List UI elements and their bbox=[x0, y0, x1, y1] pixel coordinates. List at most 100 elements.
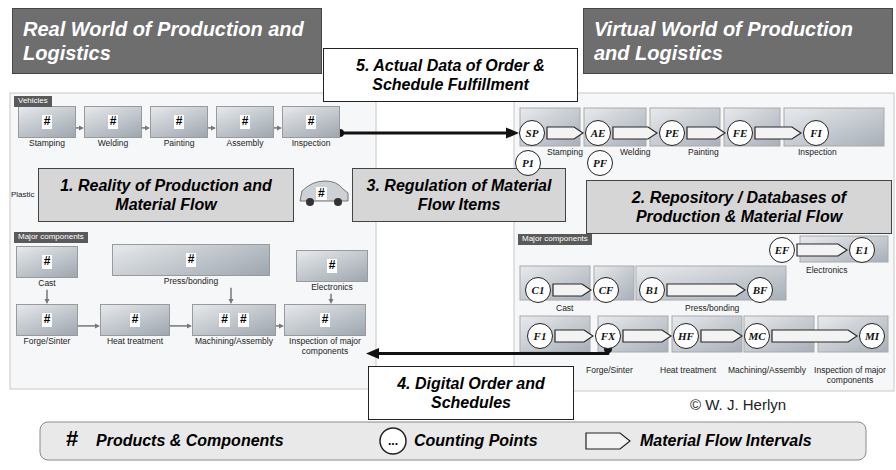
product-mark: # bbox=[42, 313, 53, 326]
counting-point: FI bbox=[803, 120, 829, 146]
process-tile: # Inspection bbox=[282, 106, 340, 150]
product-mark: # bbox=[42, 255, 53, 268]
box-text: 2. Repository / Databases of Production … bbox=[595, 188, 883, 226]
callout-box: 2. Repository / Databases of Production … bbox=[586, 180, 892, 234]
process-tile: #Press/bonding bbox=[112, 244, 270, 288]
counting-point: AE bbox=[585, 120, 611, 146]
point-code: P1 bbox=[522, 157, 534, 169]
box-text: Real World of Production and Logistics bbox=[23, 17, 311, 65]
interval-shape bbox=[623, 330, 671, 342]
interval-shape bbox=[797, 244, 847, 256]
interval-shape bbox=[667, 284, 745, 296]
process-tile: #Cast bbox=[16, 246, 78, 290]
process-caption: Forge/Sinter bbox=[586, 366, 633, 376]
photo-thumbnail: # bbox=[16, 304, 78, 336]
product-mark: # bbox=[327, 259, 338, 272]
photo-thumbnail: # bbox=[216, 106, 274, 138]
flow-connector bbox=[78, 323, 100, 328]
point-code: F1 bbox=[534, 330, 547, 342]
callout-box: 5. Actual Data of Order & Schedule Fulfi… bbox=[323, 48, 578, 102]
flow-connector bbox=[274, 125, 282, 130]
point-code: AE bbox=[591, 127, 606, 139]
process-tile: #Stamping bbox=[18, 106, 76, 150]
material-flow-interval bbox=[623, 330, 671, 342]
legend-text: Material Flow Intervals bbox=[640, 431, 812, 450]
counting-point: FX bbox=[595, 323, 621, 349]
box-text: 5. Actual Data of Order & Schedule Fulfi… bbox=[332, 56, 569, 94]
material-flow-interval bbox=[553, 284, 591, 296]
process-caption: Press/bonding bbox=[112, 277, 270, 288]
process-caption: Stamping bbox=[18, 139, 76, 150]
data-flow-arrow bbox=[366, 345, 612, 359]
point-code: E1 bbox=[856, 244, 869, 256]
box-text: 1. Reality of Production and Material Fl… bbox=[47, 176, 285, 214]
counting-point: BF bbox=[747, 277, 773, 303]
copyright: © W. J. Herlyn bbox=[690, 396, 786, 413]
section-header: Major components bbox=[518, 234, 592, 245]
legend-box bbox=[40, 422, 866, 460]
flow-connector bbox=[142, 125, 150, 130]
counting-point: MC bbox=[744, 323, 770, 349]
photo-thumbnail: # bbox=[284, 304, 366, 336]
process-caption: Press/bonding bbox=[685, 304, 739, 314]
process-caption: Heat treatment bbox=[100, 337, 170, 348]
arrow-head bbox=[506, 128, 519, 139]
process-caption: Stamping bbox=[547, 148, 583, 158]
interval-shape bbox=[613, 127, 657, 139]
process-caption: Machining/Assembly bbox=[728, 366, 806, 376]
material-flow-interval bbox=[687, 127, 725, 139]
legend-circle-sample bbox=[380, 428, 406, 454]
photo-thumbnail: # bbox=[18, 106, 76, 138]
flow-connector bbox=[276, 323, 284, 328]
process-caption: Painting bbox=[150, 139, 208, 150]
product-mark: # bbox=[130, 313, 141, 326]
product-mark: # bbox=[108, 115, 119, 128]
process-tile: #Inspection of major components bbox=[284, 304, 366, 358]
box-text: 3. Regulation of Material Flow Items bbox=[361, 176, 557, 214]
connector-line bbox=[340, 132, 509, 135]
counting-point: SP bbox=[519, 120, 545, 146]
data-flow-arrow bbox=[336, 128, 519, 139]
process-tile: #Electronics bbox=[296, 250, 368, 294]
process-caption: Heat treatment bbox=[660, 366, 716, 376]
product-mark: # bbox=[320, 313, 331, 326]
point-code: BF bbox=[753, 284, 768, 296]
counting-point: HF bbox=[673, 323, 699, 349]
photo-thumbnail: # bbox=[84, 106, 142, 138]
interval-shape bbox=[547, 127, 583, 139]
process-tile: # Painting bbox=[150, 106, 208, 150]
process-tile: # Assembly bbox=[216, 106, 274, 150]
connector-line bbox=[78, 325, 96, 327]
counting-point: FE bbox=[727, 120, 753, 146]
process-caption: Inspection bbox=[282, 139, 340, 150]
connector-line bbox=[170, 325, 188, 327]
interval-shape bbox=[701, 330, 742, 342]
interval-shape bbox=[755, 127, 801, 139]
product-mark: # bbox=[306, 115, 317, 128]
point-code: EF bbox=[775, 244, 790, 256]
material-flow-interval bbox=[547, 127, 583, 139]
car-illustration bbox=[300, 181, 348, 206]
callout-box: 3. Regulation of Material Flow Items bbox=[352, 168, 566, 222]
photo-thumbnail: # bbox=[16, 246, 78, 278]
process-caption: Forge/Sinter bbox=[16, 337, 78, 348]
process-caption: Machining/Assembly bbox=[192, 337, 276, 348]
section-header: Major components bbox=[14, 232, 88, 243]
product-mark: # bbox=[174, 115, 185, 128]
counting-point: E1 bbox=[849, 237, 875, 263]
counting-point: P1 bbox=[515, 150, 541, 176]
legend-symbol: ... bbox=[388, 435, 398, 447]
product-mark: # bbox=[240, 115, 251, 128]
process-caption: Painting bbox=[688, 148, 719, 158]
flow-connector bbox=[76, 125, 84, 130]
material-flow-interval bbox=[613, 127, 657, 139]
flow-connector bbox=[329, 294, 334, 304]
photo bbox=[784, 108, 884, 146]
world-title-box: Virtual World of Production and Logistic… bbox=[583, 8, 893, 74]
photo-thumbnail: # bbox=[100, 304, 170, 336]
process-caption: Inspection bbox=[798, 148, 837, 158]
material-flow-interval bbox=[667, 284, 745, 296]
process-caption: Plastic bbox=[11, 190, 35, 199]
process-caption: Assembly bbox=[216, 139, 274, 150]
counting-point: CF bbox=[593, 277, 619, 303]
